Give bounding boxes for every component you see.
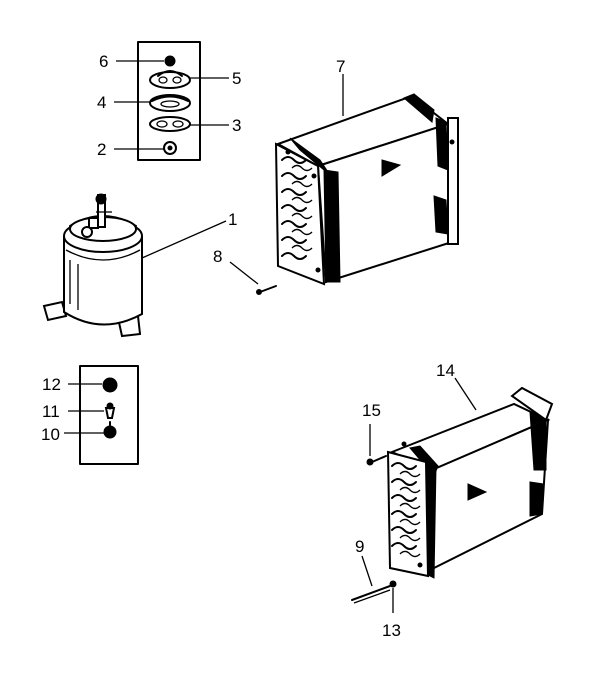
part-8-screw: 8 — [213, 247, 277, 295]
part-7-condenser-coil: 7 — [274, 57, 459, 286]
callout-9: 9 — [355, 537, 364, 556]
callout-14: 14 — [436, 361, 455, 380]
hardware-card-upper: 6 5 4 3 2 — [97, 41, 241, 161]
callout-2: 2 — [97, 140, 106, 159]
callout-3: 3 — [232, 116, 241, 135]
callout-15: 15 — [362, 401, 381, 420]
part-3-spacer — [149, 116, 191, 132]
callout-11: 11 — [42, 402, 60, 421]
part-6-nut — [164, 55, 176, 67]
part-1-compressor: 1 — [42, 193, 237, 338]
part-13-clip: 13 — [382, 580, 401, 640]
part-9-rod: 9 — [351, 537, 391, 604]
callout-12: 12 — [42, 375, 61, 394]
hardware-card-lower: 12 11 10 — [41, 365, 139, 465]
callout-7: 7 — [336, 57, 345, 76]
part-15-screw: 15 — [362, 401, 387, 466]
part-5-grommet — [149, 70, 191, 89]
part-10-bushing — [103, 421, 117, 439]
part-2-nut — [163, 141, 177, 155]
callout-4: 4 — [97, 93, 106, 112]
callout-1: 1 — [228, 210, 237, 229]
callout-5: 5 — [232, 69, 241, 88]
part-4-grommet — [149, 94, 191, 112]
callout-13: 13 — [382, 621, 401, 640]
coil-fins-lower — [391, 462, 421, 558]
coil-fins-upper — [281, 156, 313, 260]
part-12-grommet — [102, 377, 118, 393]
part-14-evaporator-coil: 14 — [386, 361, 554, 579]
callout-8: 8 — [213, 247, 222, 266]
callout-6: 6 — [99, 52, 108, 71]
callout-10: 10 — [41, 425, 60, 444]
